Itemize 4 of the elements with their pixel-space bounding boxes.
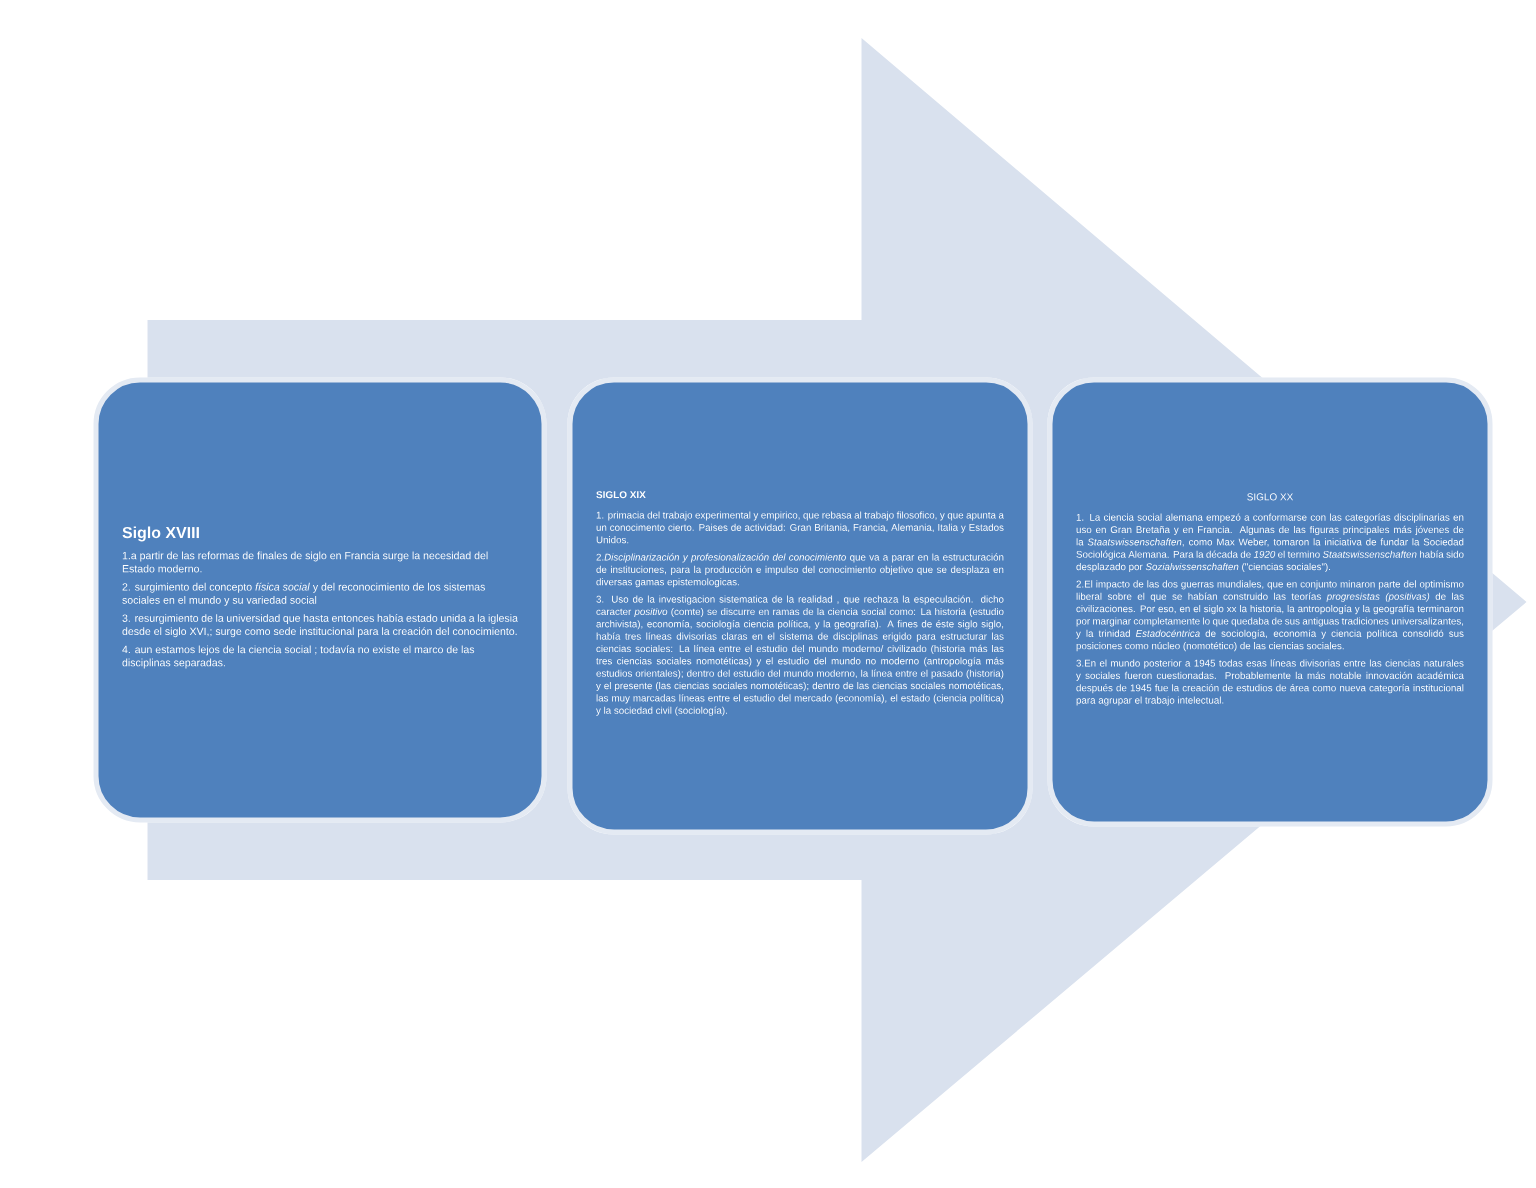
text-box — [567, 377, 1033, 835]
block-arrow — [147, 38, 1527, 1162]
text-box — [93, 377, 547, 823]
text-box — [1047, 377, 1493, 827]
